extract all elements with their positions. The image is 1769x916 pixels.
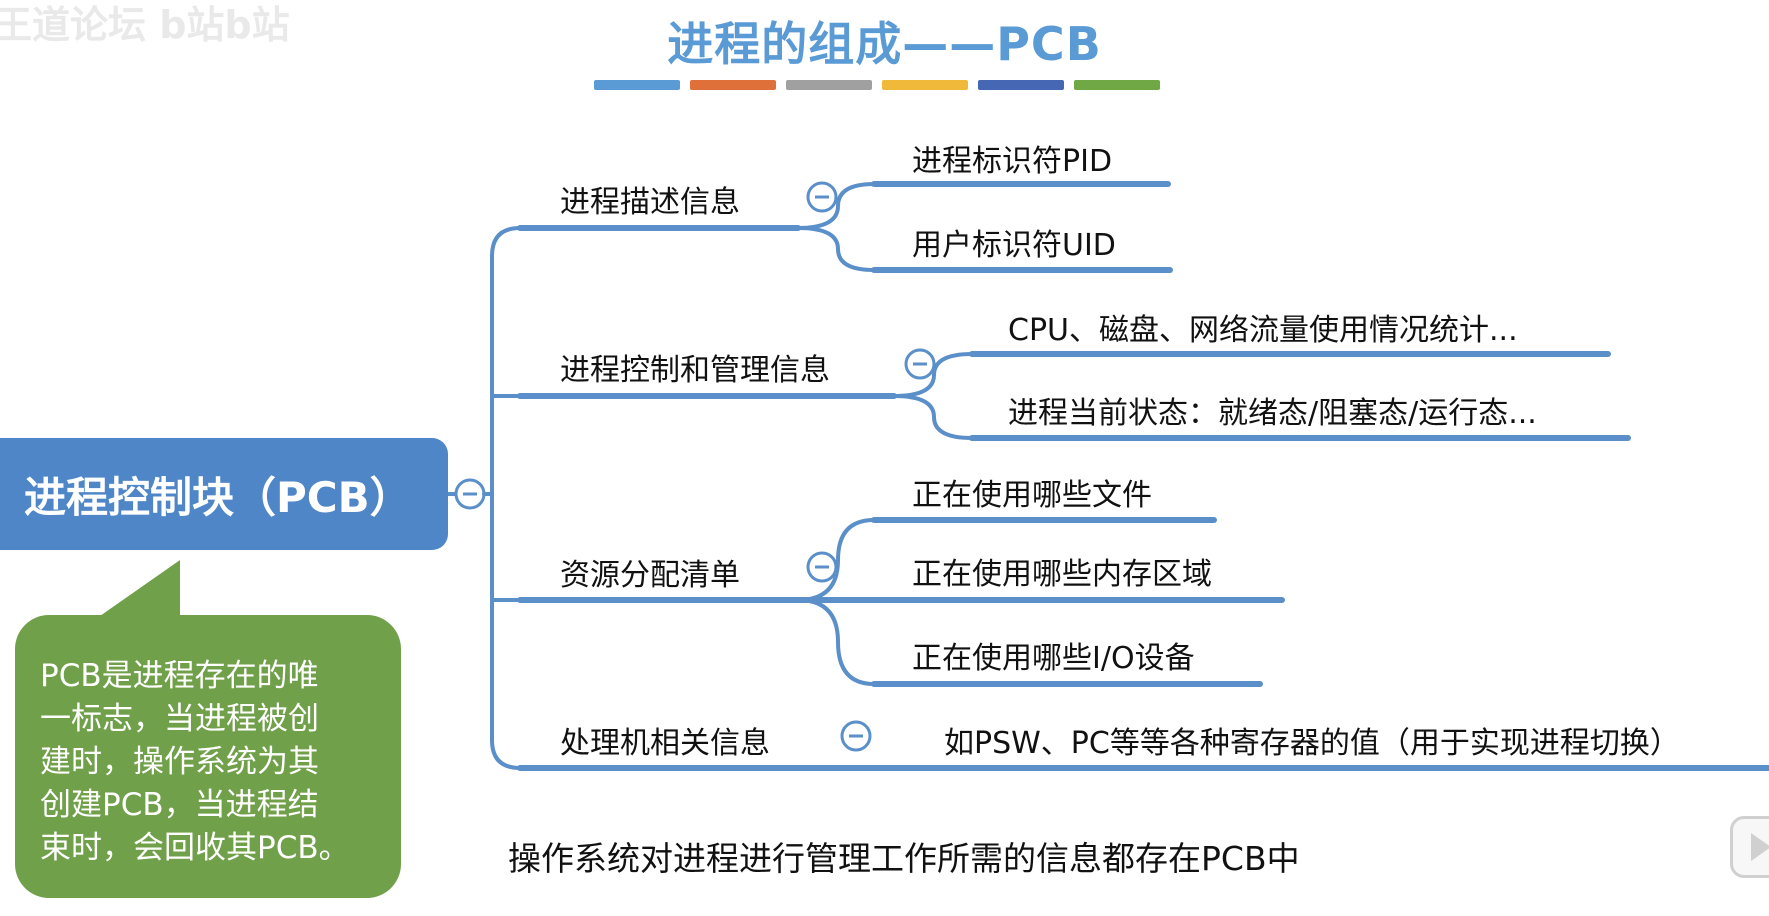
branch-label-resources[interactable]: 资源分配清单 <box>560 558 740 593</box>
leaf-connector <box>892 394 974 440</box>
title-stripe <box>978 80 1064 90</box>
title-stripe <box>882 80 968 90</box>
root-collapse-icon[interactable] <box>454 478 486 510</box>
branch-collapse-icon[interactable] <box>806 551 838 583</box>
play-icon[interactable] <box>1730 816 1769 878</box>
callout-line: 一标志，当进程被创 <box>40 701 319 737</box>
leaf-memory[interactable]: 正在使用哪些内存区域 <box>912 557 1212 592</box>
branch-label-description[interactable]: 进程描述信息 <box>560 185 740 220</box>
footnote: 操作系统对进程进行管理工作所需的信息都存在PCB中 <box>508 839 1300 878</box>
branch-label-control[interactable]: 进程控制和管理信息 <box>560 353 830 388</box>
leaf-usage-stats[interactable]: CPU、磁盘、网络流量使用情况统计... <box>1008 313 1518 348</box>
leaf-connector <box>892 352 974 398</box>
callout-line: 束时，会回收其PCB。 <box>40 830 350 866</box>
leaf-connector <box>796 518 876 602</box>
branch-collapse-icon[interactable] <box>840 720 872 752</box>
callout-line: 建时，操作系统为其 <box>40 744 319 780</box>
root-node-label: 进程控制块（PCB） <box>24 472 412 522</box>
branch-collapse-icon[interactable] <box>904 348 936 380</box>
title-stripe <box>690 80 776 90</box>
title-stripe <box>594 80 680 90</box>
branch-label-processor[interactable]: 处理机相关信息 <box>560 726 770 761</box>
page-title: 进程的组成——PCB <box>667 17 1102 71</box>
title-stripe <box>786 80 872 90</box>
callout-line: 创建PCB，当进程结 <box>40 787 319 823</box>
leaf-connector <box>796 598 876 686</box>
branch-collapse-icon[interactable] <box>806 181 838 213</box>
root-node[interactable]: 进程控制块（PCB） <box>0 438 448 550</box>
leaf-registers[interactable]: 如PSW、PC等等各种寄存器的值（用于实现进程切换） <box>944 726 1680 761</box>
leaf-io-devices[interactable]: 正在使用哪些I/O设备 <box>912 641 1195 676</box>
leaf-process-state[interactable]: 进程当前状态：就绪态/阻塞态/运行态... <box>1008 396 1537 431</box>
leaf-connector <box>796 226 876 272</box>
leaf-pid[interactable]: 进程标识符PID <box>912 144 1113 179</box>
leaf-connector <box>796 182 876 230</box>
leaf-files[interactable]: 正在使用哪些文件 <box>912 478 1152 513</box>
title-stripe <box>1074 80 1160 90</box>
callout-tail <box>80 560 180 630</box>
trunk-line <box>490 226 522 770</box>
callout-note: PCB是进程存在的唯 一标志，当进程被创 建时，操作系统为其 创建PCB，当进程… <box>15 615 401 898</box>
callout-line: PCB是进程存在的唯 <box>40 658 319 694</box>
leaf-uid[interactable]: 用户标识符UID <box>912 228 1116 263</box>
watermark: 王道论坛 b站b站 <box>0 3 290 47</box>
